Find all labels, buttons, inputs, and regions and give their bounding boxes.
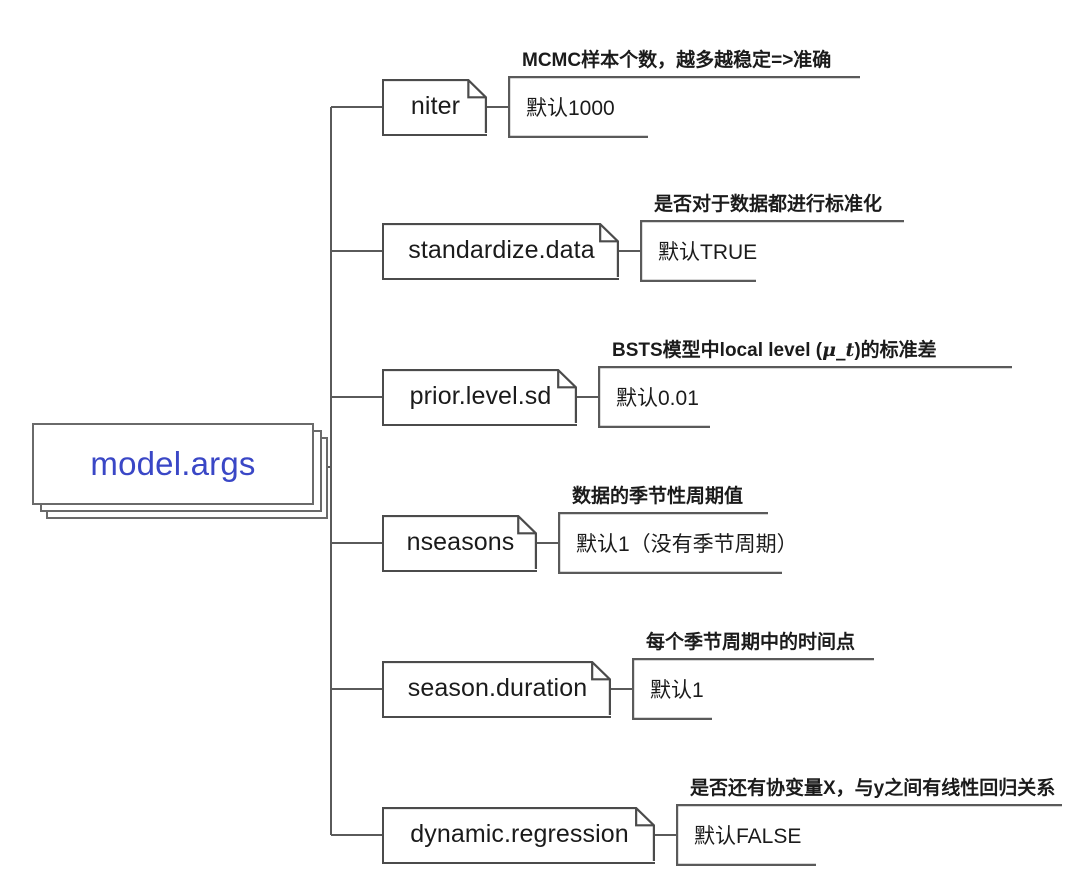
leaf-dynamic-regression-bracket: 默认FALSE [676, 804, 1068, 866]
leaf-prior-level-sd: BSTS模型中local level (μ_t)的标准差 默认0.01 [598, 339, 1018, 428]
leaf-nseasons-default: 默认1（没有季节周期） [576, 533, 798, 556]
leaf-standardize-data: 是否对于数据都进行标准化 默认TRUE [640, 194, 910, 282]
leaf-niter-default: 默认1000 [526, 97, 615, 120]
leaf-season-duration-default: 默认1 [650, 679, 704, 702]
leaf-prior-level-sd-annotation: BSTS模型中local level (μ_t)的标准差 [612, 335, 937, 362]
leaf-season-duration-annotation: 每个季节周期中的时间点 [646, 632, 856, 653]
leaf-nseasons: 数据的季节性周期值 默认1（没有季节周期） [558, 486, 798, 574]
node-season-duration-label: season.duration [407, 674, 588, 702]
leaf-niter-bracket: 默认1000 [508, 76, 868, 138]
root-label: model.args [90, 445, 256, 482]
node-season-duration[interactable]: season.duration [382, 661, 611, 718]
leaf-niter-annotation: MCMC样本个数，越多越稳定=>准确 [522, 50, 832, 71]
leaf-standardize-data-default: 默认TRUE [658, 241, 758, 264]
node-dynamic-regression-label: dynamic.regression [410, 820, 629, 848]
leaf-standardize-data-bracket: 默认TRUE [640, 220, 910, 282]
node-dynamic-regression[interactable]: dynamic.regression [382, 807, 655, 864]
root-card-front: model.args [32, 423, 314, 505]
node-standardize-data[interactable]: standardize.data [382, 223, 619, 280]
leaf-prior-level-sd-bracket: 默认0.01 [598, 366, 1018, 428]
node-nseasons[interactable]: nseasons [382, 515, 537, 572]
root-node[interactable]: model.args [32, 423, 328, 519]
leaf-dynamic-regression: 是否还有协变量X，与y之间有线性回归关系 默认FALSE [676, 778, 1068, 866]
node-prior-level-sd[interactable]: prior.level.sd [382, 369, 577, 426]
node-standardize-data-label: standardize.data [408, 236, 595, 264]
leaf-dynamic-regression-default: 默认FALSE [694, 825, 802, 848]
node-prior-level-sd-label: prior.level.sd [409, 382, 552, 410]
leaf-dynamic-regression-annotation: 是否还有协变量X，与y之间有线性回归关系 [690, 778, 1056, 799]
node-niter-label: niter [410, 92, 461, 120]
leaf-prior-level-sd-default: 默认0.01 [616, 387, 699, 410]
leaf-nseasons-annotation: 数据的季节性周期值 [572, 486, 744, 507]
node-niter[interactable]: niter [382, 79, 487, 136]
leaf-season-duration-bracket: 默认1 [632, 658, 880, 720]
leaf-season-duration: 每个季节周期中的时间点 默认1 [632, 632, 880, 720]
node-nseasons-label: nseasons [406, 528, 515, 556]
leaf-standardize-data-annotation: 是否对于数据都进行标准化 [654, 194, 883, 215]
annotation-prefix: BSTS模型中local level ( [612, 340, 823, 361]
leaf-nseasons-bracket: 默认1（没有季节周期） [558, 512, 798, 574]
annotation-symbol-mu-t: μ_t [822, 339, 855, 361]
leaf-niter: MCMC样本个数，越多越稳定=>准确 默认1000 [508, 50, 868, 138]
annotation-suffix: )的标准差 [854, 340, 937, 361]
